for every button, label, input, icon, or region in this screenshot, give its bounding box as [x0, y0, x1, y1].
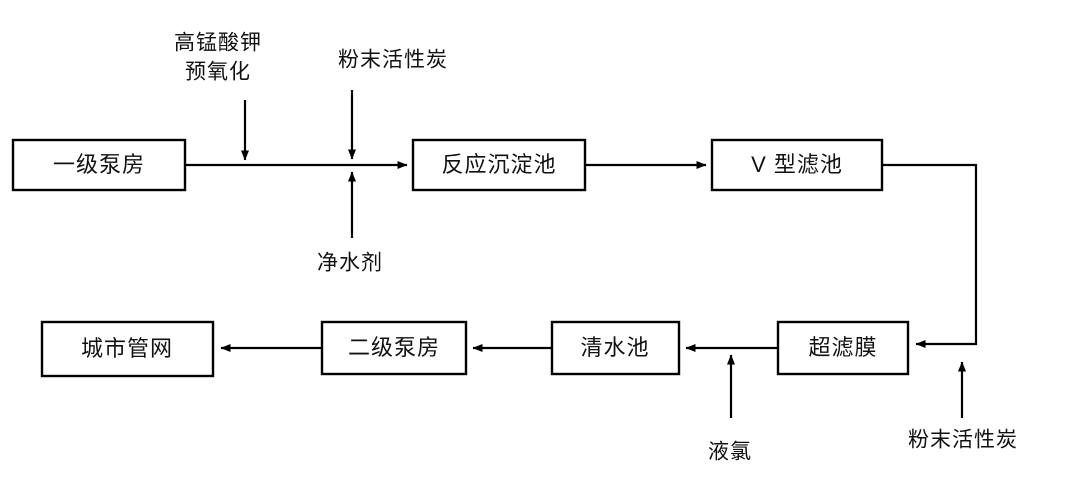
node-label-city-pipe-network: 城市管网 [81, 336, 173, 361]
node-box-primary-pump-house[interactable] [11, 138, 187, 192]
node-box-city-pipe-network[interactable] [40, 320, 215, 378]
node-box-ultrafiltration-membrane[interactable] [776, 320, 910, 376]
reagent-label-liquid-chlorine: 液氯 [708, 441, 752, 464]
node-label-secondary-pump-house: 二级泵房 [348, 335, 440, 360]
node-box-clear-water-reservoir[interactable] [550, 320, 681, 376]
node-label-primary-pump-house: 一级泵房 [53, 152, 145, 177]
reagent-label-potassium-permanganate: 高锰酸钾 预氧化 [174, 32, 262, 84]
connector-vfilter-to-ultrafiltration [882, 163, 978, 348]
node-secondary-pump-house[interactable]: 二级泵房 [320, 320, 468, 376]
node-label-v-type-filter: V 型滤池 [751, 152, 843, 177]
node-label-ultrafiltration-membrane: 超滤膜 [808, 335, 877, 360]
node-reaction-sedimentation-tank[interactable]: 反应沉淀池 [411, 138, 587, 192]
node-label-reaction-sedimentation-tank: 反应沉淀池 [441, 152, 556, 177]
node-v-type-filter[interactable]: V 型滤池 [710, 138, 884, 192]
node-primary-pump-house[interactable]: 一级泵房 [11, 138, 187, 192]
node-city-pipe-network[interactable]: 城市管网 [40, 320, 215, 378]
node-box-reaction-sedimentation-tank[interactable] [411, 138, 587, 192]
reagent-label-potassium-permanganate-line-1: 高锰酸钾 [174, 32, 262, 55]
node-label-clear-water-reservoir: 清水池 [580, 335, 649, 360]
reagent-label-powdered-activated-carbon-top: 粉末活性炭 [338, 49, 448, 72]
reagent-label-powdered-activated-carbon-bottom: 粉末活性炭 [908, 429, 1018, 452]
node-ultrafiltration-membrane[interactable]: 超滤膜 [776, 320, 910, 376]
reagent-label-potassium-permanganate-line-2: 预氧化 [185, 61, 251, 84]
reagent-label-water-purifier: 净水剂 [317, 252, 383, 275]
node-clear-water-reservoir[interactable]: 清水池 [550, 320, 681, 376]
node-box-v-type-filter[interactable] [710, 138, 884, 192]
